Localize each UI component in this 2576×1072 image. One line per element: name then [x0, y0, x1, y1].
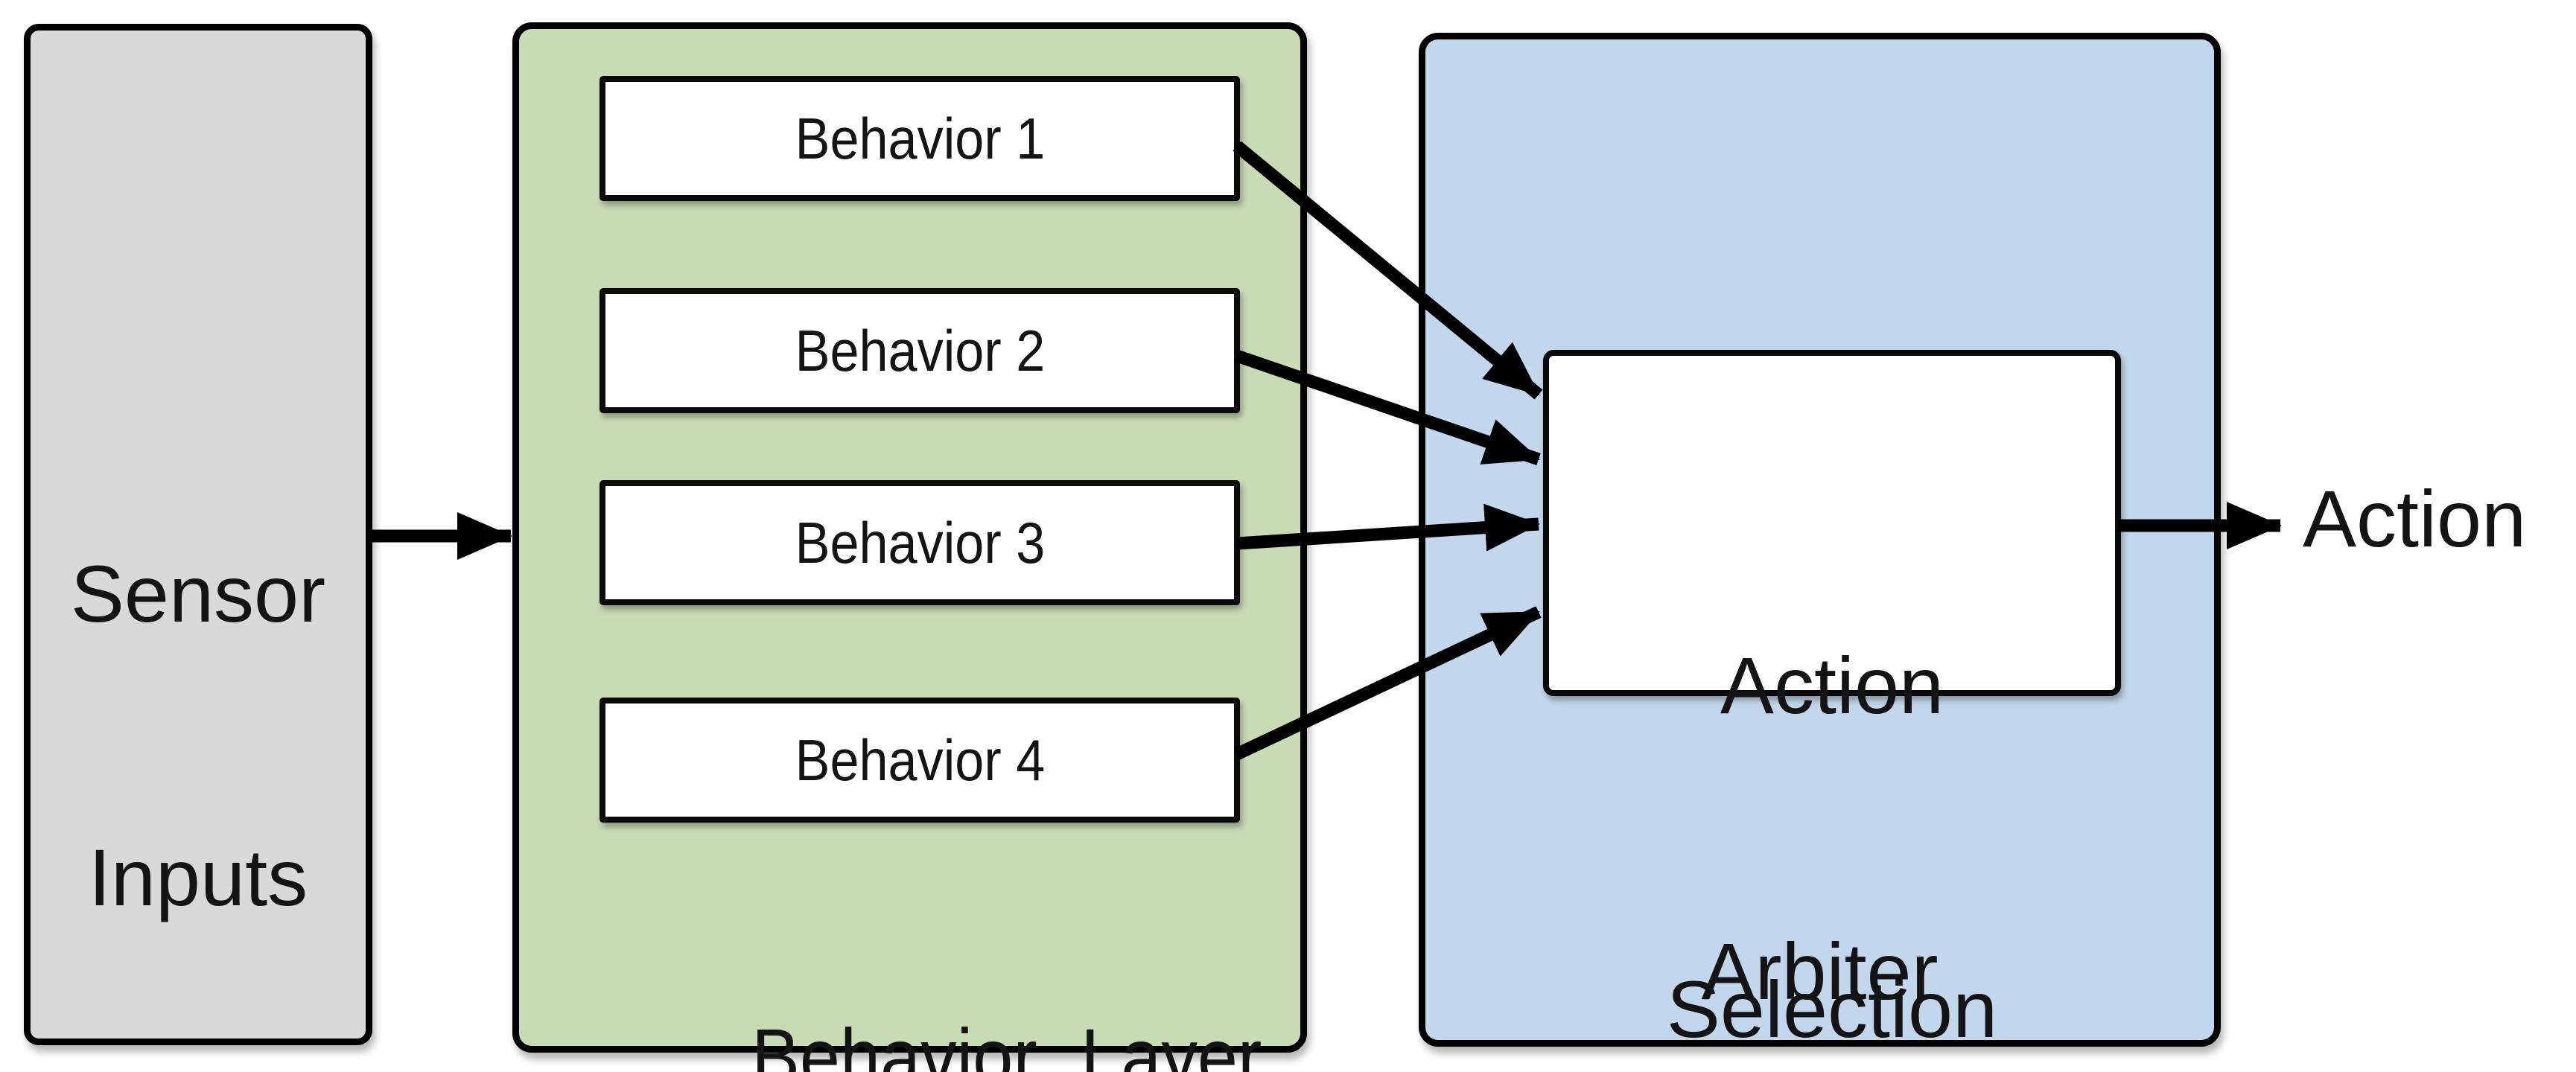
- action-selection-label-line1: Action: [1720, 640, 1944, 730]
- behavior-2-label: Behavior 2: [795, 317, 1045, 383]
- behavior-1-box: Behavior 1: [600, 76, 1240, 201]
- action-output-label: Action: [2303, 473, 2527, 564]
- sensor-inputs-label: Sensor Inputs: [24, 357, 372, 1072]
- behavior-4-box: Behavior 4: [600, 698, 1240, 823]
- sensor-inputs-label-line2: Inputs: [88, 832, 308, 922]
- sensor-inputs-label-line1: Sensor: [70, 549, 326, 639]
- action-selection-label: Action Selection: [1543, 415, 2121, 1072]
- behavior-4-label: Behavior 4: [795, 727, 1045, 793]
- behavior-3-box: Behavior 3: [600, 480, 1240, 605]
- behavior-layer-label: Behavior Layer: [751, 1012, 1262, 1072]
- behavior-2-box: Behavior 2: [600, 288, 1240, 413]
- behavior-3-label: Behavior 3: [795, 509, 1045, 575]
- action-selection-label-line2: Selection: [1666, 964, 1998, 1054]
- arbiter-label: Arbiter: [1701, 926, 1939, 1016]
- behavior-1-label: Behavior 1: [795, 105, 1045, 171]
- sensor-inputs-box: [24, 24, 372, 1045]
